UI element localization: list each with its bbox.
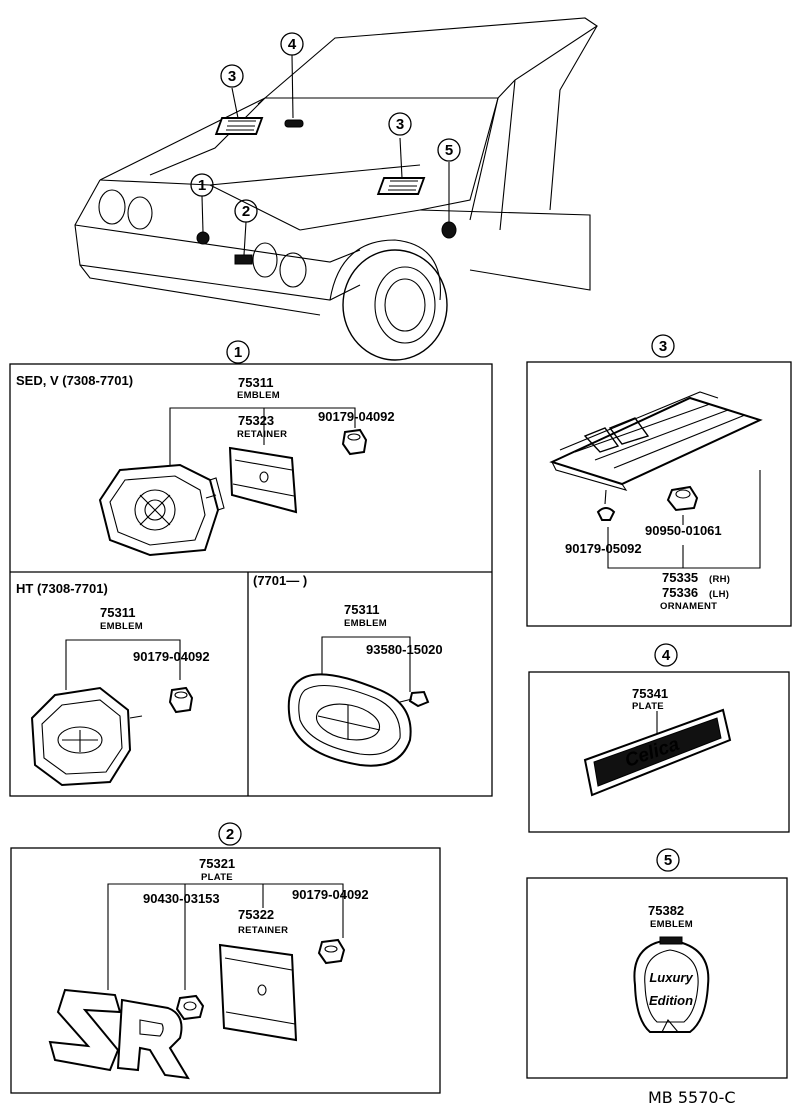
late-screw-pn: 93580-15020 <box>366 642 443 657</box>
ht-emblem-part <box>30 686 143 787</box>
ht-emblem-pn: 75311 <box>100 605 135 620</box>
callout-4: 4 <box>280 32 304 56</box>
section-2-frame <box>10 847 441 1094</box>
ornament-lh-pn: 75336 <box>662 585 698 600</box>
section-3-frame <box>526 361 792 627</box>
emblem-5-pn: 75382 <box>648 903 684 918</box>
sed-nut-pn: 90179-04092 <box>318 409 395 424</box>
late-emblem-pn: 75311 <box>344 602 379 617</box>
section-5-marker: 5 <box>664 852 672 869</box>
ornament-nut-part <box>666 485 699 512</box>
section-2-marker: 2 <box>226 826 234 843</box>
ht-nut-part <box>168 686 194 714</box>
section-1: 1 SED, V (7308-7701) 75311 EMBLEM 75323 … <box>9 340 493 797</box>
sed-emblem-part <box>98 463 225 557</box>
sr-nut-part <box>175 994 205 1021</box>
emblem-5-label: EMBLEM <box>650 919 693 930</box>
sed-header: SED, V (7308-7701) <box>16 373 133 388</box>
callout-2: 2 <box>234 199 258 223</box>
late-emblem-label: EMBLEM <box>344 618 387 629</box>
badge-line1: Luxury <box>649 970 693 985</box>
ornament-part <box>549 391 763 491</box>
sr-retainer-pn: 75322 <box>238 907 274 922</box>
section-4-frame <box>528 671 790 833</box>
sed-retainer-pn: 75323 <box>238 413 274 428</box>
ornament-rh-suffix: (RH) <box>709 574 730 585</box>
svg-text:3: 3 <box>228 68 236 85</box>
plate-2-label: PLATE <box>201 872 233 883</box>
sr-letters-part <box>48 988 190 1080</box>
callout-3-left: 3 <box>220 64 244 88</box>
section-5: 5 75382 EMBLEM Luxury Edition <box>526 848 788 1079</box>
sr-nut2-pn: 90179-04092 <box>292 887 369 902</box>
section-4-marker: 4 <box>662 647 671 664</box>
callout-1: 1 <box>190 173 214 197</box>
plate-2-pn: 75321 <box>199 856 235 871</box>
late-header: (7701— ) <box>253 573 307 588</box>
sed-emblem-pn: 75311 <box>238 375 273 390</box>
svg-text:1: 1 <box>198 177 206 194</box>
section-3-marker: 3 <box>659 338 667 355</box>
ornament-nut-pn: 90950-01061 <box>645 523 722 538</box>
badge-line2: Edition <box>649 993 693 1008</box>
section-1-frame <box>9 363 493 797</box>
section-5-frame <box>526 877 788 1079</box>
sr-nut2-part <box>317 938 346 965</box>
sr-nut-pn: 90430-03153 <box>143 891 220 906</box>
luxury-edition-emblem-part: Luxury Edition <box>633 936 710 1033</box>
svg-text:4: 4 <box>288 36 297 53</box>
callout-5: 5 <box>437 138 461 162</box>
section-4: 4 75341 PLATE Celica <box>528 643 790 833</box>
sr-retainer-part <box>218 943 298 1042</box>
section-3: 3 90179-05092 90950-01061 75335 (RH) 753… <box>526 334 792 627</box>
svg-text:5: 5 <box>445 142 453 159</box>
sed-emblem-label: EMBLEM <box>237 390 280 401</box>
section-2: 2 75321 PLATE 90430-03153 75322 RETAINER… <box>10 822 441 1094</box>
ht-panel: HT (7308-7701) 75311 EMBLEM 90179-04092 <box>16 581 210 787</box>
sr-retainer-label: RETAINER <box>238 925 288 936</box>
plate-4-label: PLATE <box>632 701 664 712</box>
svg-text:2: 2 <box>242 203 250 220</box>
diagram-code: MB 5570-C <box>648 1088 736 1107</box>
late-emblem-part <box>287 673 412 767</box>
car-illustration: 3 4 3 5 1 2 <box>74 17 598 361</box>
ht-nut-pn: 90179-04092 <box>133 649 210 664</box>
sed-retainer-part <box>228 446 298 514</box>
section-1-marker: 1 <box>234 344 242 361</box>
ornament-clip-part <box>596 489 616 521</box>
callout-3-right: 3 <box>388 112 412 136</box>
ht-header: HT (7308-7701) <box>16 581 108 596</box>
sed-retainer-label: RETAINER <box>237 429 287 440</box>
svg-text:3: 3 <box>396 116 404 133</box>
sed-nut-part <box>341 428 368 456</box>
ornament-lh-suffix: (LH) <box>709 589 729 600</box>
late-screw-part <box>399 690 430 708</box>
ornament-rh-pn: 75335 <box>662 570 698 585</box>
sed-panel: SED, V (7308-7701) 75311 EMBLEM 75323 RE… <box>16 373 395 557</box>
plate-4-pn: 75341 <box>632 686 668 701</box>
ht-emblem-label: EMBLEM <box>100 621 143 632</box>
late-panel: (7701— ) 75311 EMBLEM 93580-15020 <box>253 573 443 767</box>
ornament-clip-pn: 90179-05092 <box>565 541 642 556</box>
ornament-label: ORNAMENT <box>660 601 717 612</box>
